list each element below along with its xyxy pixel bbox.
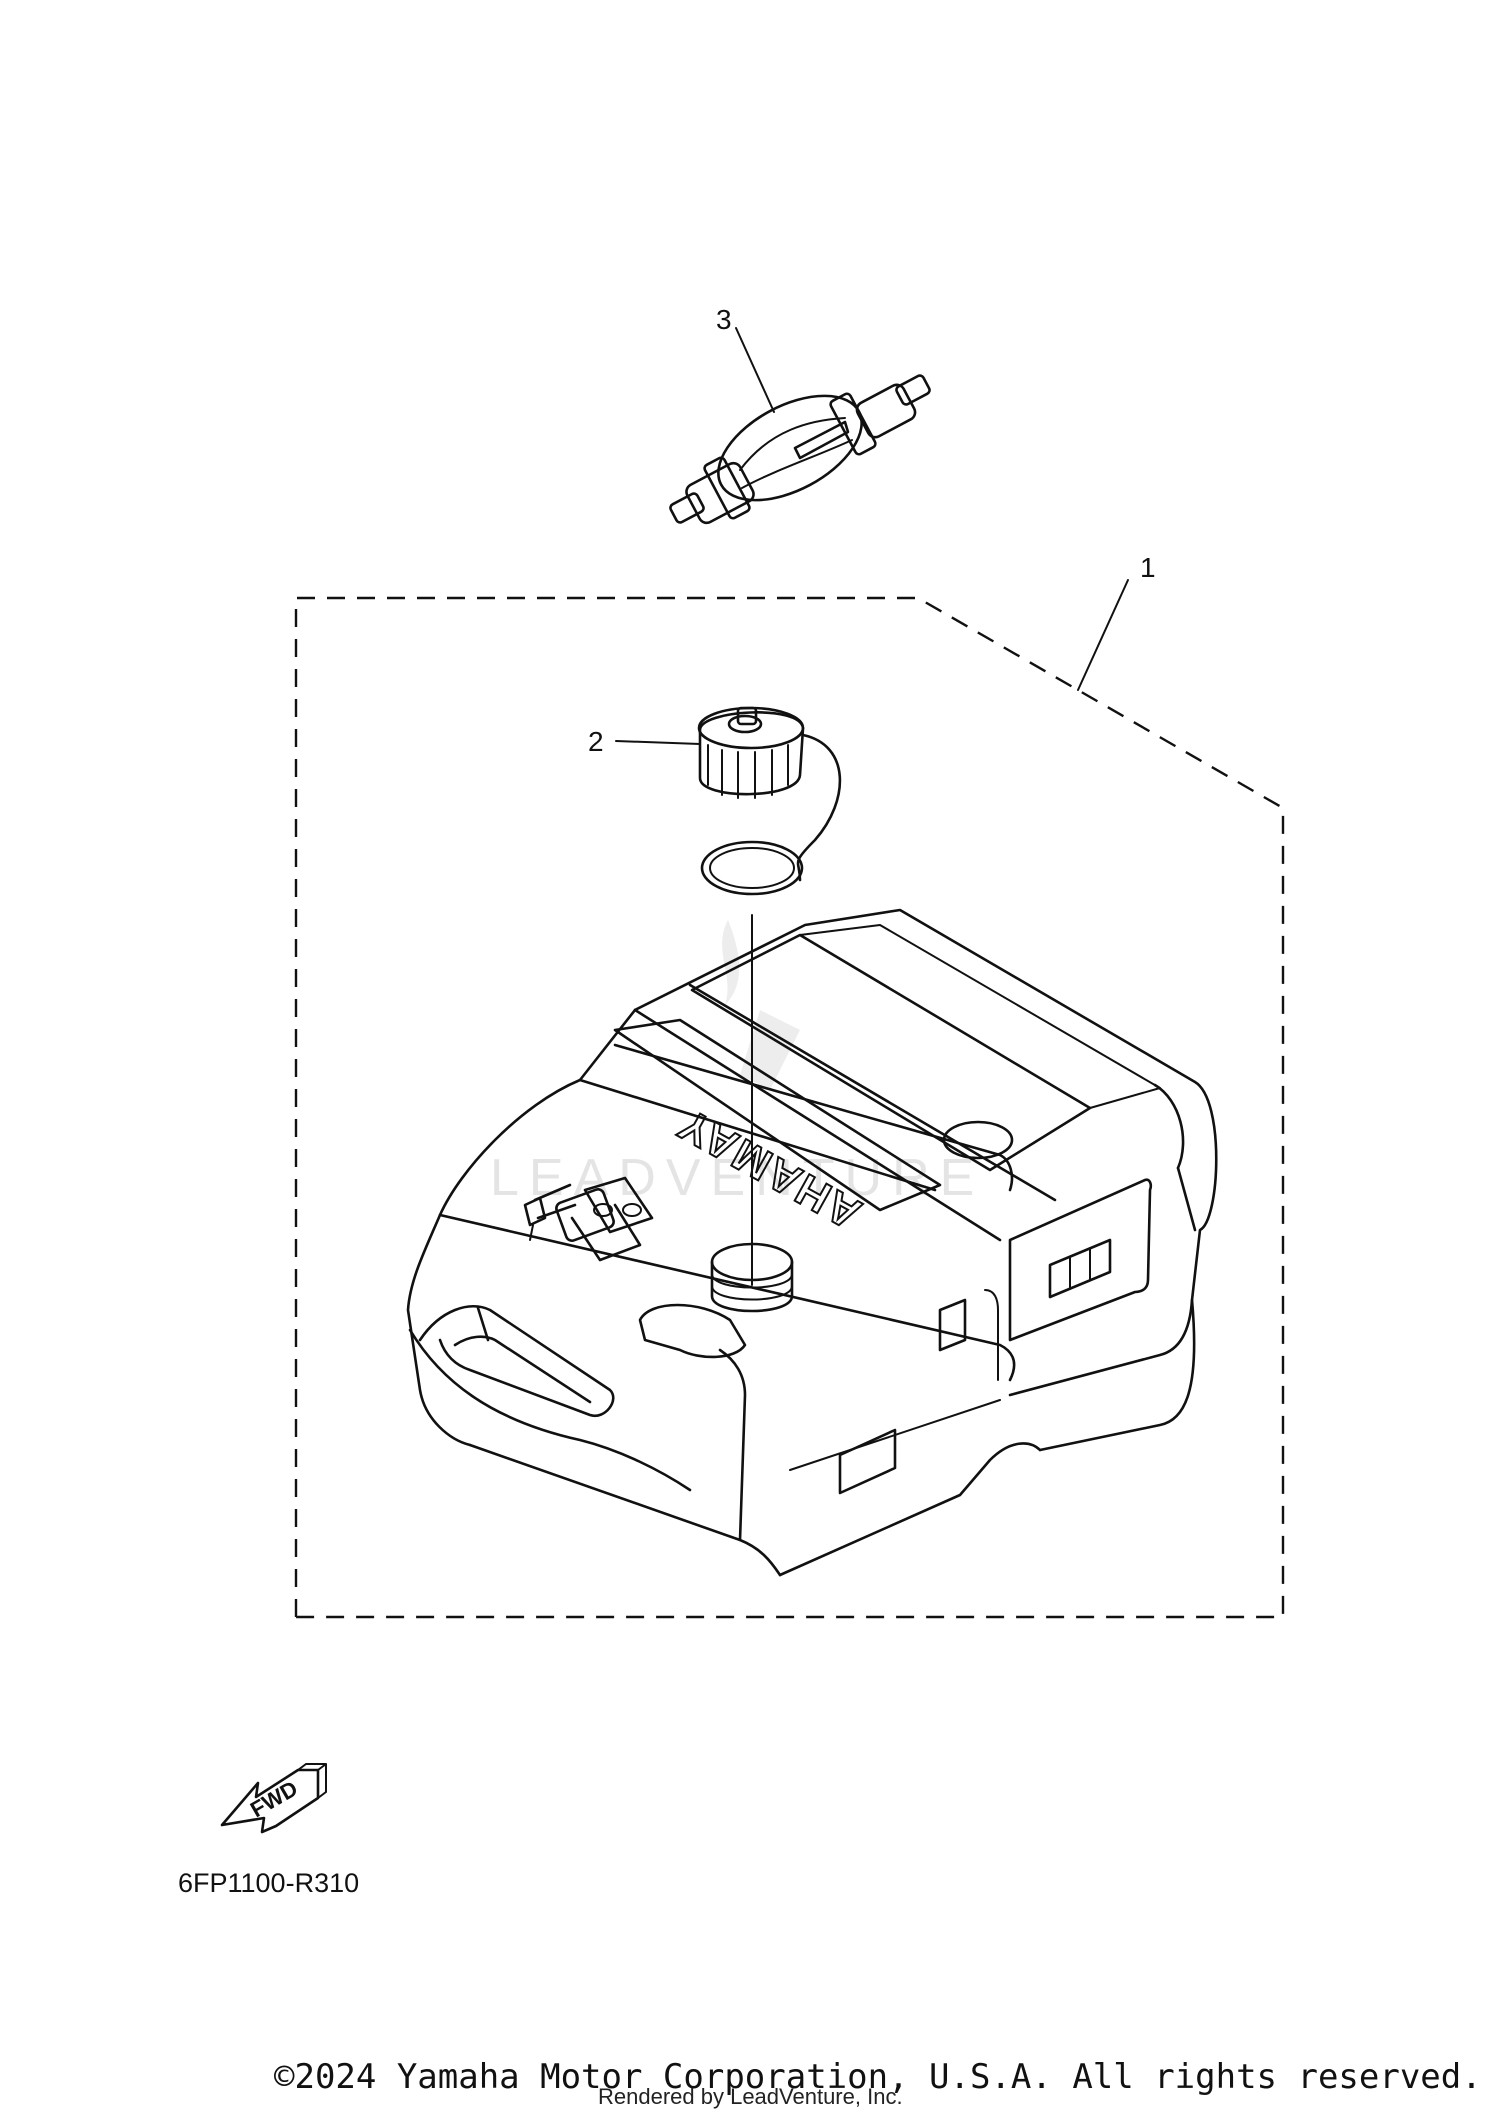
- filler-neck: [710, 1242, 794, 1313]
- fwd-arrow-icon: FWD: [220, 1763, 327, 1834]
- callout-number-3: 3: [716, 304, 732, 335]
- callout-number-1: 1: [1140, 552, 1156, 583]
- side-gauge-panel: [1008, 1178, 1153, 1342]
- callout-2: 2: [588, 726, 701, 757]
- callout-3: 3: [716, 304, 775, 413]
- copyright-notice: ©2024 Yamaha Motor Corporation, U.S.A. A…: [274, 2057, 1482, 2097]
- callout-number-2: 2: [588, 726, 604, 757]
- callout-1: 1: [1077, 552, 1156, 691]
- fuel-cap: [697, 706, 842, 896]
- fuel-connector: [523, 1176, 654, 1262]
- primer-bulb: [669, 374, 931, 525]
- fuel-tank: YAMAHA: [406, 908, 1218, 1577]
- assembly-boundary: [294, 596, 1285, 1619]
- rendered-by-note: Rendered by LeadVenture, Inc.: [598, 2084, 903, 2109]
- diagram-reference-code: 6FP1100-R310: [178, 1868, 360, 1898]
